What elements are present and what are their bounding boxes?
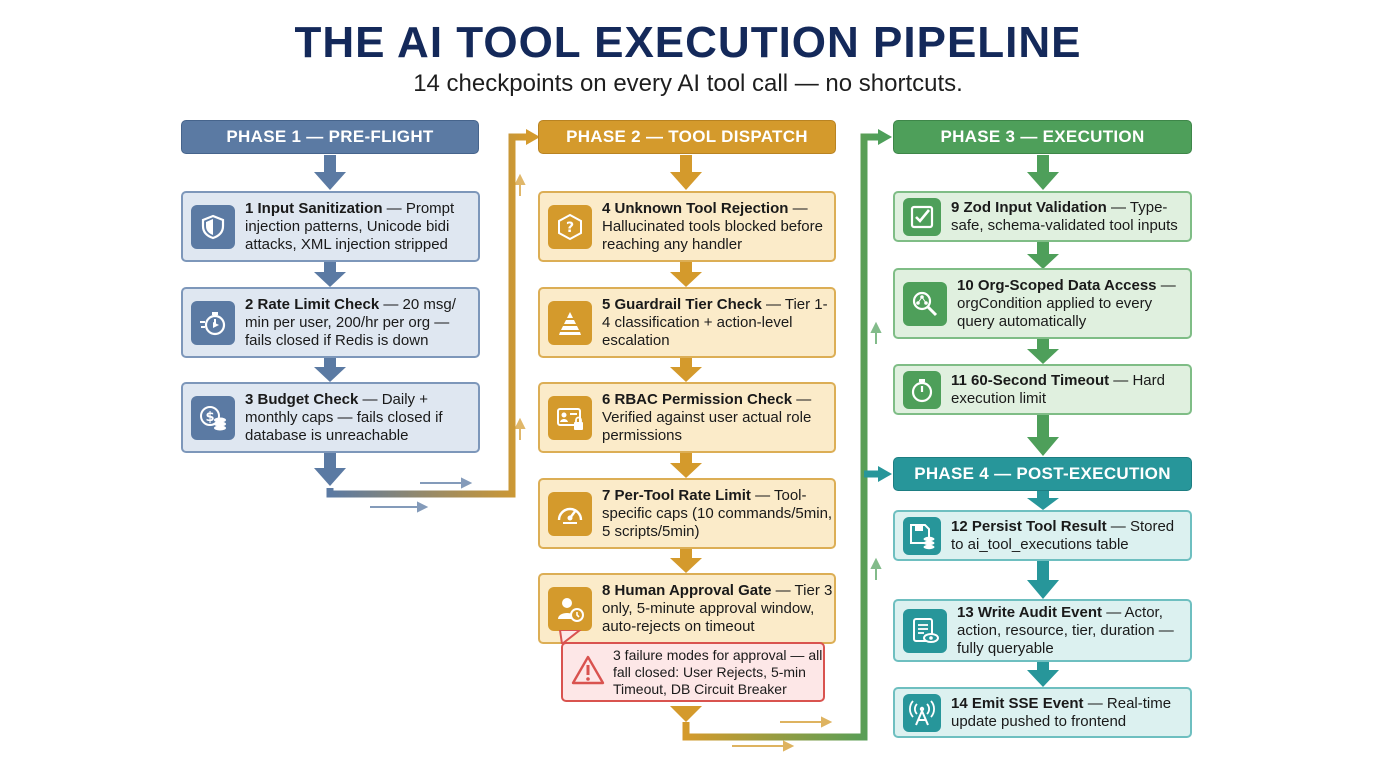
step-description: — Stored to ai_tool_executions table (951, 517, 1175, 553)
step-title: 2 Rate Limit Check (245, 295, 380, 313)
step-card-2: 2 Rate Limit Check — 20 msg/ min per use… (181, 287, 480, 358)
phase3-arrows (1027, 155, 1059, 456)
question-icon: ? (548, 204, 592, 249)
gauge-icon (548, 491, 592, 536)
phase4-arrows (1027, 491, 1059, 687)
warning-text: 3 failure modes for approval — all fall … (613, 646, 823, 697)
coins-icon: $ (191, 395, 235, 440)
shield-icon (191, 204, 235, 249)
step-description: — Actor, action, resource, tier, duratio… (957, 603, 1174, 657)
stopwatch-icon (191, 300, 235, 345)
step-card-6: 6 RBAC Permission Check — Verified again… (538, 382, 836, 453)
phase-2-header: PHASE 2 — TOOL DISPATCH (538, 120, 836, 154)
id-card-lock-icon (548, 395, 592, 440)
warning-pointer (558, 630, 582, 644)
step-description: — Prompt injection patterns, Unicode bid… (245, 199, 455, 253)
step-title: 6 RBAC Permission Check (602, 390, 793, 408)
step-card-9: 9 Zod Input Validation — Type-safe, sche… (893, 191, 1192, 242)
phase-1-header: PHASE 1 — PRE-FLIGHT (181, 120, 479, 154)
step-title: 4 Unknown Tool Rejection (602, 199, 789, 217)
phase-4-header: PHASE 4 — POST-EXECUTION (893, 457, 1192, 491)
page-title: THE AI TOOL EXECUTION PIPELINE (294, 18, 1082, 67)
step-title: 12 Persist Tool Result (951, 517, 1107, 535)
step-description: — Hallucinated tools blocked before reac… (602, 199, 823, 253)
step-title: 7 Per-Tool Rate Limit (602, 486, 751, 504)
step-title: 5 Guardrail Tier Check (602, 295, 762, 313)
step-description: — Hard execution limit (951, 371, 1165, 407)
step-description: — Verified against user actual role perm… (602, 390, 812, 444)
step-title: 13 Write Audit Event (957, 603, 1103, 621)
timer-icon (903, 370, 941, 409)
step-card-5: 5 Guardrail Tier Check — Tier 1-4 classi… (538, 287, 836, 358)
phase2-arrows (670, 155, 702, 722)
step-description: — orgCondition applied to every query au… (957, 276, 1176, 330)
step-description: — 20 msg/ min per user, 200/hr per org —… (245, 295, 456, 349)
svg-text:$: $ (205, 410, 214, 425)
page-subtitle: 14 checkpoints on every AI tool call — n… (413, 70, 963, 97)
step-description: — Tool-specific caps (10 commands/5min, … (602, 486, 833, 540)
step-title: 14 Emit SSE Event (951, 694, 1084, 712)
audit-log-icon (903, 608, 947, 653)
warning-callout: 3 failure modes for approval — all fall … (561, 642, 825, 702)
phase1-arrows (314, 155, 346, 486)
connector-phase2-to-phase3 (682, 133, 880, 741)
step-title: 11 60-Second Timeout (951, 371, 1110, 389)
warning-icon (571, 655, 605, 690)
step-card-14: 14 Emit SSE Event — Real-time update pus… (893, 687, 1192, 738)
step-card-3: $ 3 Budget Check — Daily + monthly caps … (181, 382, 480, 453)
step-title: 9 Zod Input Validation (951, 198, 1107, 216)
broadcast-icon (903, 693, 941, 732)
svg-text:?: ? (566, 220, 574, 236)
step-card-8: 8 Human Approval Gate — Tier 3 only, 5-m… (538, 573, 836, 644)
step-title: 1 Input Sanitization (245, 199, 383, 217)
step-card-12: 12 Persist Tool Result — Stored to ai_to… (893, 510, 1192, 561)
pyramid-icon (548, 300, 592, 345)
step-description: — Real-time update pushed to frontend (951, 694, 1172, 730)
step-card-10: 10 Org-Scoped Data Access — orgCondition… (893, 268, 1192, 339)
step-card-1: 1 Input Sanitization — Prompt injection … (181, 191, 480, 262)
save-database-icon (903, 516, 941, 555)
search-org-icon (903, 281, 947, 326)
step-title: 3 Budget Check (245, 390, 359, 408)
step-title: 8 Human Approval Gate (602, 581, 772, 599)
step-description: — Tier 3 only, 5-minute approval window,… (602, 581, 833, 635)
step-card-7: 7 Per-Tool Rate Limit — Tool-specific ca… (538, 478, 836, 549)
step-description: — Type-safe, schema-validated tool input… (951, 198, 1178, 234)
step-title: 10 Org-Scoped Data Access (957, 276, 1157, 294)
phase-3-header: PHASE 3 — EXECUTION (893, 120, 1192, 154)
checkbox-icon (903, 197, 941, 236)
step-description: — Tier 1-4 classification + action-level… (602, 295, 828, 349)
step-description: — Daily + monthly caps — fails closed if… (245, 390, 443, 444)
connector-phase1-to-phase2 (326, 133, 528, 498)
step-card-4: ? 4 Unknown Tool Rejection — Hallucinate… (538, 191, 836, 262)
user-clock-icon (548, 586, 592, 631)
step-card-13: 13 Write Audit Event — Actor, action, re… (893, 599, 1192, 662)
step-card-11: 11 60-Second Timeout — Hard execution li… (893, 364, 1192, 415)
